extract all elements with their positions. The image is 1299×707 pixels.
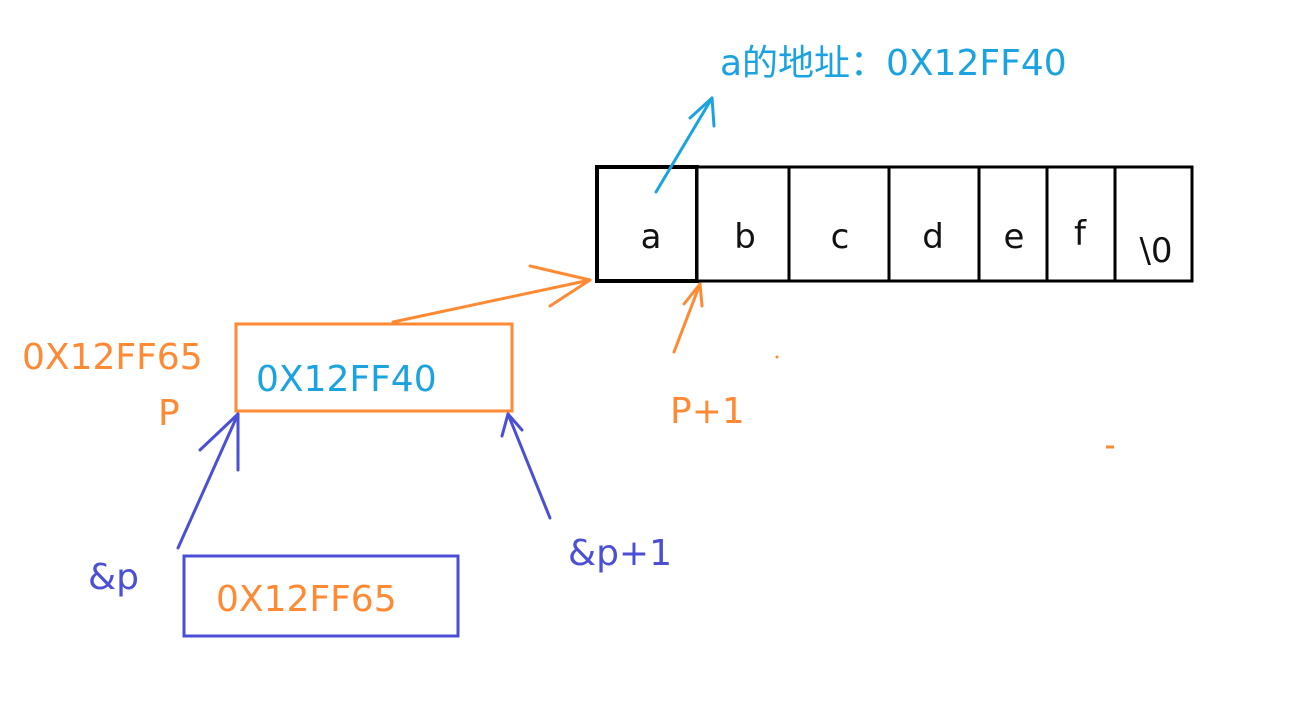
a-address-arrow (654, 96, 716, 194)
array-cell-5-text: f (1074, 214, 1087, 254)
array-cell-1-text: b (734, 217, 756, 257)
ampp-arrow (176, 412, 240, 550)
array-cell-5 (1045, 165, 1117, 283)
array-cell-6-text: \0 (1139, 231, 1172, 271)
array-cell-0-text: a (641, 217, 662, 257)
array-cell-2 (787, 165, 891, 283)
p-to-array-arrow (391, 264, 592, 324)
array-cell-4-text: e (1004, 217, 1025, 257)
stray-dot (775, 355, 779, 359)
pointer-pp-box (182, 554, 460, 638)
p-plus-1-arrow (672, 282, 704, 354)
array-cell-3-text: d (922, 217, 944, 257)
array-cell-6 (1113, 165, 1194, 283)
p-name-label: P (158, 393, 180, 434)
ampp-plus-1-arrow (500, 412, 552, 520)
a-address-label: a的地址：0X12FF40 (720, 43, 1067, 84)
array-cell-1 (695, 165, 791, 283)
array-cell-4 (977, 165, 1049, 283)
array-cell-0 (595, 165, 699, 283)
ampp-plus-1-label: &p+1 (568, 533, 672, 574)
pp-value-label: 0X12FF65 (216, 579, 397, 620)
p-plus-1-label: P+1 (670, 391, 745, 432)
char-array: a b c d e f \0 (595, 165, 1194, 283)
array-cell-2-text: c (831, 217, 850, 257)
p-value-label: 0X12FF40 (256, 359, 437, 400)
pointer-p-box (234, 322, 514, 413)
p-address-label: 0X12FF65 (22, 337, 203, 378)
ampp-label: &p (88, 557, 139, 598)
